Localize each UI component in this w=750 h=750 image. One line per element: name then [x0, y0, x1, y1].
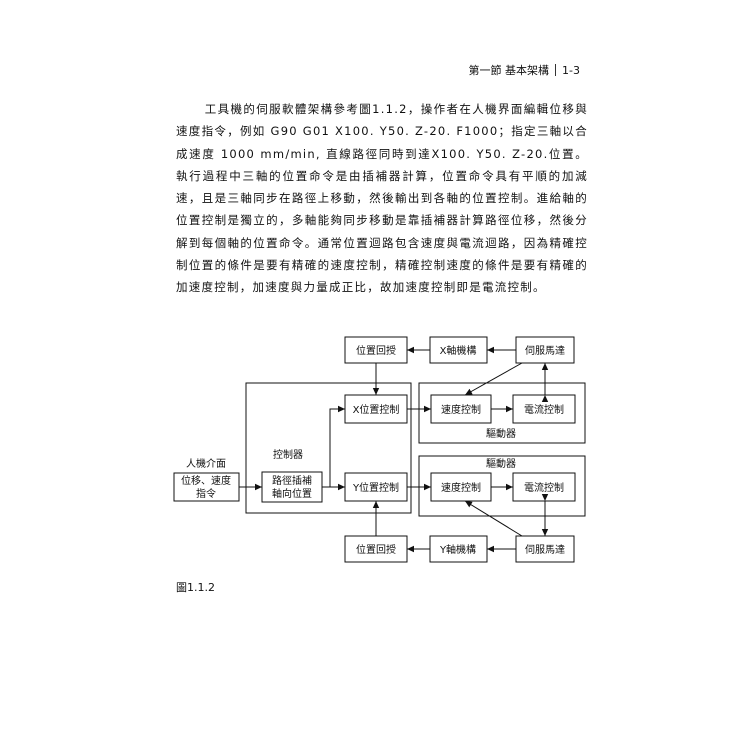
- y-servo-motor-label: 伺服馬達: [525, 543, 565, 556]
- x-position-control-label: X位置控制: [353, 403, 400, 416]
- command-label-line1: 位移、速度: [181, 474, 231, 487]
- arrow-x-motor-to-speed: [464, 362, 523, 396]
- arrow-y-motor-to-speed: [464, 500, 523, 537]
- y-driver-label: 驅動器: [486, 457, 516, 470]
- section-title: 第一節 基本架構: [468, 64, 550, 77]
- figure-caption: 圖1.1.2: [176, 581, 215, 594]
- y-current-control-label: 電流控制: [524, 481, 564, 494]
- y-mechanism-label: Y軸機構: [439, 543, 476, 556]
- y-speed-control-label: 速度控制: [441, 481, 481, 494]
- x-driver-label: 驅動器: [486, 427, 516, 440]
- interpolator-label-line2: 軸向位置: [272, 487, 312, 500]
- body-paragraph: 工具機的伺服軟體架構參考圖1.1.2，操作者在人機界面編輯位移與速度指令，例如 …: [176, 102, 588, 295]
- x-feedback-label: 位置回授: [356, 344, 396, 357]
- y-position-control-label: Y位置控制: [352, 481, 399, 494]
- body-text: 工具機的伺服軟體架構參考圖1.1.2，操作者在人機界面編輯位移與速度指令，例如 …: [176, 98, 588, 299]
- x-servo-motor-label: 伺服馬達: [525, 344, 565, 357]
- y-driver-box: [418, 455, 586, 517]
- x-speed-control-label: 速度控制: [441, 403, 481, 416]
- page-header: 第一節 基本架構 1-3: [469, 62, 580, 78]
- hmi-label: 人機介面: [186, 457, 226, 470]
- command-label-line2: 指令: [196, 487, 216, 500]
- controller-box: [245, 382, 412, 514]
- y-feedback-label: 位置回授: [356, 543, 396, 556]
- interpolator-label-line1: 路徑插補: [272, 474, 312, 487]
- page-number: 1-3: [562, 63, 580, 77]
- x-mechanism-label: X軸機構: [440, 344, 477, 357]
- arrow-interpolator-to-x-position: [329, 405, 345, 487]
- x-driver-box: [418, 382, 586, 444]
- x-current-control-label: 電流控制: [524, 403, 564, 416]
- controller-label: 控制器: [273, 448, 303, 461]
- header-divider: [555, 64, 557, 76]
